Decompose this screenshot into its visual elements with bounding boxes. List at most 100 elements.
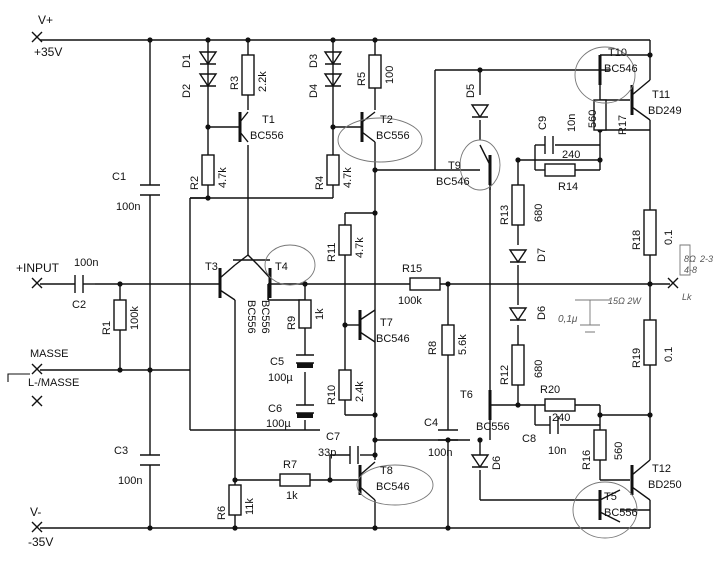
- t7-type: BC546: [376, 333, 410, 345]
- r4-value: 4.7k: [342, 167, 354, 188]
- r16-ref: R16: [581, 450, 593, 470]
- r16-value: 560: [613, 442, 625, 460]
- t8-ref: T8: [380, 465, 393, 477]
- lmasse-label: L-/MASSE: [28, 377, 79, 389]
- d7-label: D7: [536, 248, 548, 262]
- t9-type: BC546: [436, 176, 470, 188]
- t1-type: BC556: [250, 130, 284, 142]
- vminus-value: -35V: [28, 535, 53, 549]
- r13-value: 680: [533, 204, 545, 222]
- t2-ref: T2: [380, 114, 393, 126]
- out-note-1: 8Ω: [684, 254, 696, 264]
- capacitor-plates: [74, 136, 559, 466]
- c7-ref: C7: [326, 431, 340, 443]
- d6-lower-label: D6: [491, 456, 503, 470]
- r9-ref: R9: [286, 316, 298, 330]
- diode-symbols: [198, 51, 528, 469]
- c8-value: 10n: [548, 445, 566, 457]
- wiring: [40, 39, 670, 529]
- c5-value: 100µ: [268, 372, 293, 384]
- r13-ref: R13: [499, 205, 511, 225]
- r8-ref: R8: [427, 341, 439, 355]
- t2-type: BC556: [376, 130, 410, 142]
- r5-ref: R5: [356, 72, 368, 86]
- t9-ref: T9: [448, 160, 461, 172]
- c1-ref: C1: [112, 171, 126, 183]
- r2-value: 4.7k: [217, 167, 229, 188]
- t10-ref: T10: [608, 47, 627, 59]
- transistor-symbols: [218, 55, 651, 523]
- c6-ref: C6: [268, 403, 282, 415]
- r10-value: 2.4k: [354, 381, 366, 402]
- t11-type: BD249: [648, 105, 682, 117]
- t3-type: BC556: [245, 300, 257, 334]
- r6-value: 11k: [244, 498, 256, 515]
- c2-value: 100n: [74, 257, 98, 269]
- r2-ref: R2: [189, 176, 201, 190]
- out-note-4: Lk: [682, 292, 692, 302]
- resistor-bodies: [113, 54, 657, 516]
- r7-value: 1k: [286, 490, 298, 502]
- c3-ref: C3: [114, 445, 128, 457]
- r14-value: 240: [562, 149, 580, 161]
- r17-value: 560: [587, 110, 599, 128]
- r11-value: 4.7k: [354, 237, 366, 258]
- r19-ref: R19: [631, 348, 643, 368]
- vplus-value: +35V: [34, 45, 62, 59]
- c4-ref: C4: [424, 417, 438, 429]
- c3-value: 100n: [118, 475, 142, 487]
- t1-ref: T1: [262, 114, 275, 126]
- r10-ref: R10: [326, 385, 338, 405]
- t11-ref: T11: [652, 89, 670, 101]
- t12-type: BD250: [648, 479, 682, 491]
- r12-value: 680: [533, 360, 545, 378]
- c2-ref: C2: [72, 299, 86, 311]
- t8-type: BC546: [376, 481, 410, 493]
- c6-value: 100µ: [266, 418, 291, 430]
- r1-ref: R1: [101, 321, 113, 335]
- out-note-3: 2-3: [699, 254, 713, 264]
- d5-label: D5: [465, 84, 477, 98]
- r17-ref: R17: [617, 115, 629, 135]
- t6-type: BC556: [476, 421, 510, 433]
- r3-value: 2.2k: [257, 71, 269, 92]
- r8-value: 5.6k: [457, 334, 469, 355]
- d3-label: D3: [308, 54, 320, 68]
- r19-value: 0.1: [663, 347, 675, 362]
- d4-label: D4: [308, 84, 320, 98]
- out-note-2: 4-8: [684, 265, 697, 275]
- r15-ref: R15: [402, 263, 422, 275]
- t6-ref: T6: [460, 389, 473, 401]
- r6-ref: R6: [216, 506, 228, 520]
- r1-value: 100k: [129, 306, 141, 330]
- t7-ref: T7: [380, 317, 393, 329]
- r20-value: 240: [552, 412, 570, 424]
- cap-note: 0,1μ: [558, 314, 578, 325]
- r18-ref: R18: [631, 230, 643, 250]
- r20-ref: R20: [540, 384, 560, 396]
- d1-label: D1: [181, 54, 193, 68]
- vplus-label: V+: [38, 13, 53, 27]
- c8-ref: C8: [522, 433, 536, 445]
- t4-ref: T4: [275, 261, 288, 273]
- vminus-label: V-: [30, 505, 41, 519]
- t12-ref: T12: [652, 463, 671, 475]
- r3-ref: R3: [229, 76, 241, 90]
- masse-label: MASSE: [30, 348, 69, 360]
- d6-upper-label: D6: [536, 306, 548, 320]
- input-label: +INPUT: [16, 261, 60, 275]
- r11-ref: R11: [326, 243, 338, 262]
- c9-value: 10n: [566, 114, 578, 132]
- r5-value: 100: [384, 66, 396, 84]
- d2-label: D2: [181, 84, 193, 98]
- r12-ref: R12: [499, 365, 511, 385]
- t5-ref: T5: [604, 491, 617, 503]
- r9-value: 1k: [314, 308, 326, 320]
- t3-ref: T3: [205, 261, 218, 273]
- r18-value: 0.1: [663, 230, 675, 245]
- t10-type: BC546: [604, 63, 638, 75]
- r14-ref: R14: [558, 181, 578, 193]
- terminals: [7, 31, 679, 533]
- r15-note: 15Ω 2W: [608, 296, 642, 306]
